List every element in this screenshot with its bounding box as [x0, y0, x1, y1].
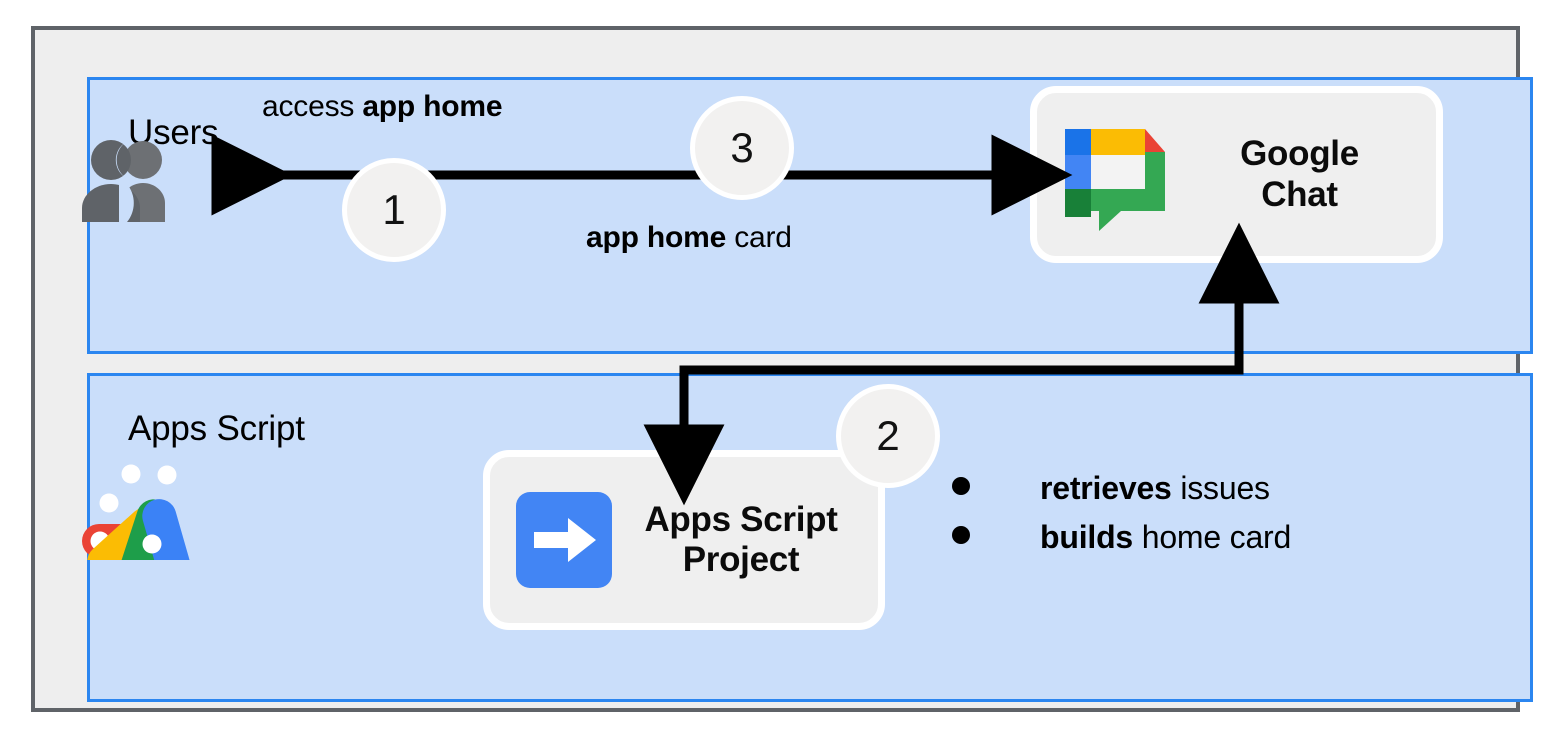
- edge-label-access-bold: app home: [362, 90, 503, 123]
- node-apps-script-project-line2: Project: [682, 540, 800, 579]
- panel-apps-script-label: Apps Script: [128, 409, 305, 448]
- apps-script-project-actions-list: retrieves issues builds home card: [952, 470, 1422, 568]
- edge-label-card-bold: app home: [586, 221, 727, 254]
- node-google-chat-title: Google Chat: [1171, 134, 1436, 215]
- list-item: retrieves issues: [952, 470, 1422, 507]
- bullet-dot-icon: [952, 477, 970, 495]
- bullet-text-builds: builds home card: [1040, 519, 1291, 556]
- node-apps-script-project-line1: Apps Script: [644, 499, 838, 539]
- bullet-text-retrieves: retrieves issues: [1040, 470, 1270, 507]
- list-item: builds home card: [952, 519, 1422, 556]
- bullet-rest-retrieves: issues: [1171, 470, 1270, 506]
- node-google-chat-line1: Google: [1240, 134, 1359, 174]
- edge-label-access-prefix: access: [262, 90, 363, 123]
- node-apps-script-project-title: Apps Script Project: [612, 500, 878, 581]
- bullet-dot-icon: [952, 526, 970, 544]
- step-badge-2: 2: [836, 384, 940, 488]
- bullet-bold-retrieves: retrieves: [1040, 470, 1172, 506]
- node-google-chat[interactable]: Google Chat: [1030, 86, 1443, 263]
- users-group-icon: [78, 138, 182, 222]
- bullet-bold-builds: builds: [1040, 519, 1134, 555]
- node-apps-script-project[interactable]: Apps Script Project: [483, 450, 885, 630]
- step-badge-3: 3: [690, 96, 794, 200]
- step-badge-1: 1: [342, 158, 446, 262]
- google-chat-logo-icon: [1059, 119, 1171, 231]
- edge-label-app-home-card: app home card: [586, 221, 792, 255]
- bullet-rest-builds: home card: [1133, 519, 1292, 555]
- node-google-chat-line2: Chat: [1261, 174, 1338, 214]
- edge-label-card-suffix: card: [726, 221, 792, 254]
- apps-script-logo-icon: [82, 448, 204, 587]
- edge-label-access-app-home: access app home: [262, 90, 503, 124]
- apps-script-project-arrow-icon: [516, 492, 612, 588]
